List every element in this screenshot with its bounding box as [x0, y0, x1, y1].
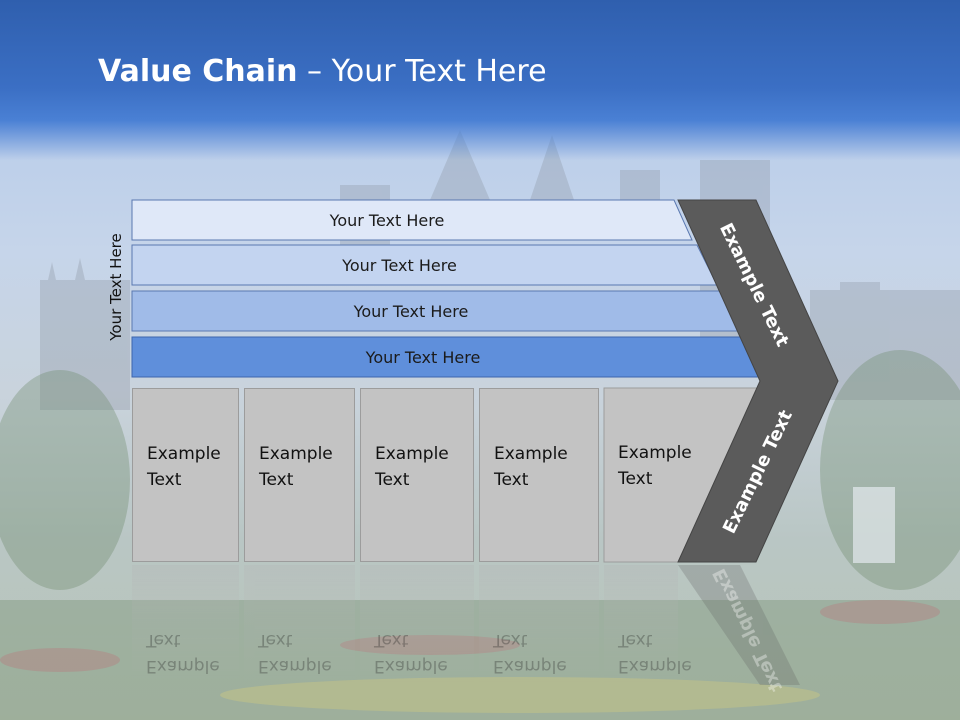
box-4-reflection-line1: Example — [493, 656, 567, 676]
box-5-line2: Text — [618, 469, 653, 489]
title-bold: Value Chain — [98, 54, 298, 89]
bar-4-label: Your Text Here — [365, 347, 481, 367]
box-5-reflection-line1: Example — [618, 656, 692, 676]
box-3-reflection-text: Example Text — [374, 627, 448, 679]
box-2-reflection-text: Example Text — [258, 627, 332, 679]
box-5-reflection-line2: Text — [618, 630, 653, 650]
box-3-reflection: Example Text — [360, 565, 474, 685]
box-3-reflection-line1: Example — [374, 656, 448, 676]
bar-4[interactable]: Your Text Here — [132, 337, 764, 377]
box-2-reflection-line1: Example — [258, 656, 332, 676]
box-4-reflection-line2: Text — [493, 630, 528, 650]
box-5-reflection-text: Example Text — [618, 627, 692, 679]
box-5-line1: Example — [618, 443, 692, 463]
box-3-line2: Text — [375, 470, 410, 490]
box-4-line2: Text — [494, 470, 529, 490]
title-rest: – Your Text Here — [297, 54, 547, 89]
bar-1-label: Your Text Here — [329, 210, 445, 230]
bar-1-shape — [131, 199, 693, 241]
box-1-reflection-text: Example Text — [146, 627, 220, 679]
bar-1[interactable]: Your Text Here — [132, 200, 692, 240]
page-title: Value Chain – Your Text Here — [98, 54, 547, 89]
box-2-reflection-line2: Text — [258, 630, 293, 650]
bar-2[interactable]: Your Text Here — [132, 245, 717, 285]
box-2-reflection: Example Text — [244, 565, 355, 685]
box-2-line1: Example — [259, 444, 333, 464]
header-band — [0, 0, 960, 160]
box-1-reflection: Example Text — [132, 565, 239, 685]
box-4-reflection-text: Example Text — [493, 627, 567, 679]
box-5-reflection: Example Text — [604, 565, 692, 685]
box-3-line1: Example — [375, 444, 449, 464]
bar-3[interactable]: Your Text Here — [132, 291, 740, 331]
box-1-line1: Example — [147, 444, 221, 464]
box-2-line2: Text — [259, 470, 294, 490]
box-1-reflection-line2: Text — [146, 630, 181, 650]
box-1-line2: Text — [147, 470, 182, 490]
box-4-line1: Example — [494, 444, 568, 464]
box-4-reflection: Example Text — [479, 565, 599, 685]
box-1-reflection-line1: Example — [146, 656, 220, 676]
bar-2-label: Your Text Here — [342, 255, 457, 275]
box-3-reflection-line2: Text — [374, 630, 409, 650]
bar-3-label: Your Text Here — [353, 301, 469, 321]
